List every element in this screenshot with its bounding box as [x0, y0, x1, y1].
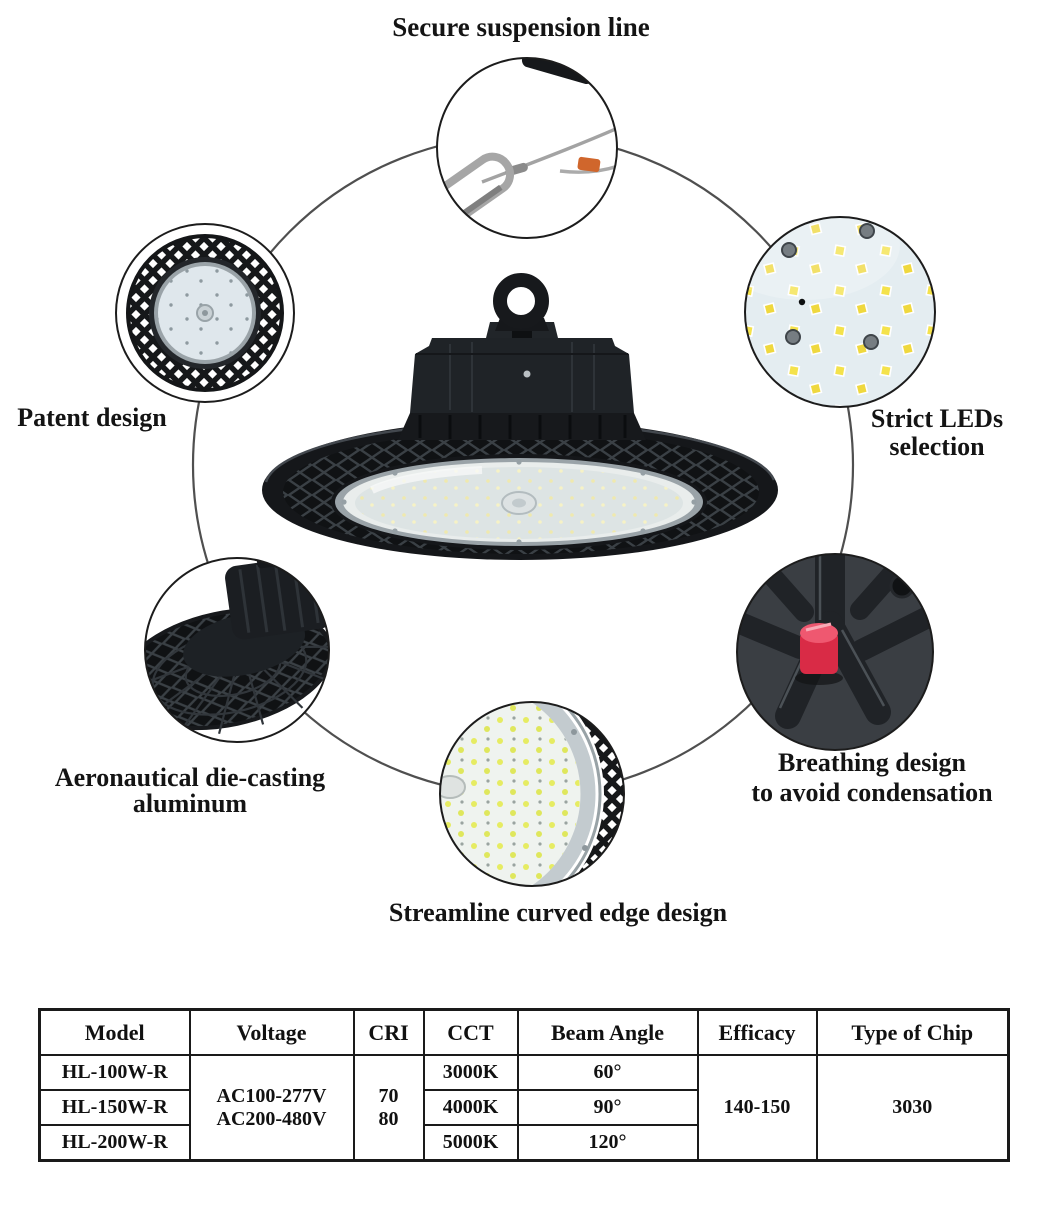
voltage-cell: AC100-277V AC200-480V: [188, 1054, 355, 1162]
leds-label: Strict LEDs selection: [871, 405, 1003, 461]
cct-cell: 4000K: [422, 1089, 519, 1126]
aluminum-label: Aeronautical die-casting aluminum: [55, 765, 325, 817]
model-cell: HL-150W-R: [38, 1089, 191, 1126]
breathing-label-line2: to avoid condensation: [751, 778, 993, 807]
beam-angle-cell: 60°: [516, 1054, 699, 1091]
col-header-cri: CRI: [352, 1008, 425, 1056]
cri-cell: 70 80: [352, 1054, 425, 1162]
cct-cell: 3000K: [422, 1054, 519, 1091]
model-cell: HL-100W-R: [38, 1054, 191, 1091]
col-header-type-of-chip: Type of Chip: [815, 1008, 1010, 1056]
aluminum-label-line1: Aeronautical die-casting: [54, 763, 326, 792]
aluminum-photo: [144, 557, 330, 743]
suspension-photo: [436, 57, 618, 239]
suspension-label: Secure suspension line: [392, 12, 650, 42]
leds-label-line2: selection: [889, 432, 985, 461]
patent-label: Patent design: [17, 403, 167, 432]
col-header-model: Model: [38, 1008, 191, 1056]
model-cell: HL-200W-R: [38, 1124, 191, 1162]
cri-line1: 70: [378, 1084, 399, 1107]
table-row: HL-150W-R 4000K 90°: [38, 1089, 1009, 1126]
cct-cell: 5000K: [422, 1124, 519, 1162]
voltage-line1: AC100-277V: [216, 1084, 327, 1107]
col-header-efficacy: Efficacy: [696, 1008, 818, 1056]
efficacy-cell: 140-150: [696, 1054, 818, 1162]
col-header-beam-angle: Beam Angle: [516, 1008, 699, 1056]
breathing-photo: [736, 553, 934, 751]
col-header-voltage: Voltage: [188, 1008, 355, 1056]
table-row: HL-200W-R 5000K 120°: [38, 1124, 1009, 1162]
type-of-chip-cell: 3030: [815, 1054, 1010, 1162]
table-row: HL-100W-R AC100-277V AC200-480V 70 80 30…: [38, 1054, 1010, 1162]
product-render: [262, 273, 778, 560]
infographic-art: [115, 57, 936, 887]
beam-angle-cell: 120°: [516, 1124, 699, 1162]
voltage-line2: AC200-480V: [216, 1107, 327, 1130]
col-header-cct: CCT: [422, 1008, 519, 1056]
leds-photo: [744, 216, 936, 408]
header-row: Model Voltage CRI CCT Beam Angle Efficac…: [38, 1008, 1010, 1056]
leds-label-line1: Strict LEDs: [870, 404, 1004, 433]
cri-line2: 80: [378, 1107, 399, 1130]
breathing-label: Breathing design to avoid condensation: [751, 748, 992, 808]
aluminum-label-line2: aluminum: [132, 789, 248, 818]
spec-table: Model Voltage CRI CCT Beam Angle Efficac…: [38, 1008, 1010, 1162]
beam-angle-cell: 90°: [516, 1089, 699, 1126]
patent-photo: [115, 223, 295, 403]
edge-label: Streamline curved edge design: [388, 898, 728, 927]
edge-photo: [439, 701, 625, 887]
breathing-label-line1: Breathing design: [777, 748, 967, 777]
